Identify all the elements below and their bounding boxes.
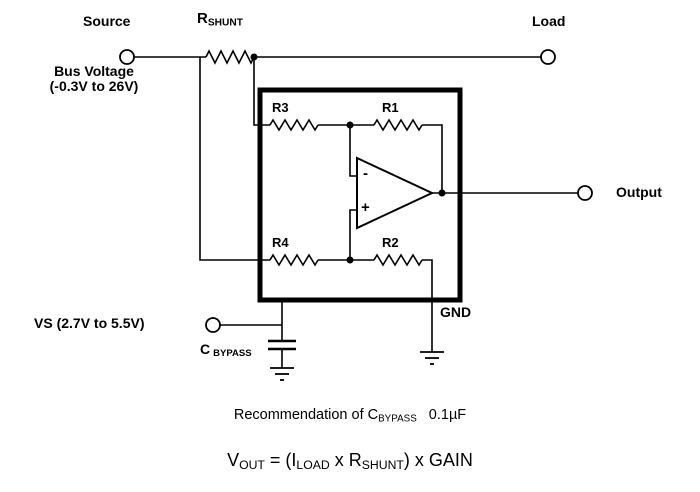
c-bypass-label-main: C [200,341,211,357]
junction-dot-feedback [438,189,446,197]
opamp-inverting-sign: - [363,165,368,182]
vs-label: VS (2.7V to 5.5V) [34,315,145,331]
capacitor-ground-symbol [270,367,294,381]
r1-label: R1 [382,100,399,115]
vs-terminal [205,317,221,333]
r2-resistor [373,253,423,267]
junction-dot-r3-r1 [346,121,354,129]
r-shunt-resistor [205,49,255,65]
formula-r-sub: SHUNT [361,458,404,473]
c-bypass-label-sub: BYPASS [213,348,252,360]
opamp-noninverting-sign: + [361,199,370,216]
formula-part3: ) x GAIN [403,450,473,470]
r4-resistor [269,253,319,267]
bus-voltage-label: Bus Voltage (-0.3V to 26V) [13,63,175,95]
formula-i-sub: LOAD [296,458,330,473]
r-shunt-label: RSHUNT [197,10,243,29]
recommendation-note: Recommendation of CBYPASS 0.1µF [0,407,700,424]
recommendation-value: 0.1µF [428,407,467,423]
load-label: Load [532,13,566,29]
wire-to-r3 [253,57,270,126]
opamp-triangle [356,156,435,230]
wire-r1-feedback [422,124,443,193]
source-terminal [119,49,135,65]
ic-box [257,87,463,303]
r3-label: R3 [272,100,289,115]
wire-noninverting-input [349,209,357,260]
bypass-capacitor [268,339,296,351]
r-shunt-label-sub: SHUNT [207,17,243,29]
terminals [119,49,593,333]
r2-label: R2 [382,235,399,250]
r-shunt-label-main: R [197,10,208,27]
formula-part1: = (I [264,450,297,470]
r3-resistor [269,118,319,132]
junction-dot-r4-r2 [346,256,354,264]
formula-part2: x R [329,450,362,470]
recommendation-prefix: Recommendation of C [233,407,379,423]
r1-resistor [373,118,423,132]
wire-to-r4 [199,57,270,261]
gnd-label: GND [440,304,472,320]
gnd-ground-symbol [420,351,444,365]
r4-label: R4 [272,235,289,250]
bus-voltage-line1: Bus Voltage [54,63,134,79]
load-terminal [540,49,556,65]
junction-dots [250,53,446,264]
formula-v: V [227,450,240,470]
junction-dot-shunt [250,53,258,61]
wire-inverting-input [349,125,357,177]
bus-voltage-line2: (-0.3V to 26V) [49,78,139,95]
wires [134,49,578,368]
output-label: Output [616,184,662,200]
source-label: Source [83,13,131,29]
output-terminal [577,185,593,201]
wire-r2-to-gnd [422,259,433,352]
output-formula: VOUT = (ILOAD x RSHUNT) x GAIN [0,450,700,472]
formula-v-sub: OUT [239,458,265,473]
recommendation-sub: BYPASS [378,413,417,425]
